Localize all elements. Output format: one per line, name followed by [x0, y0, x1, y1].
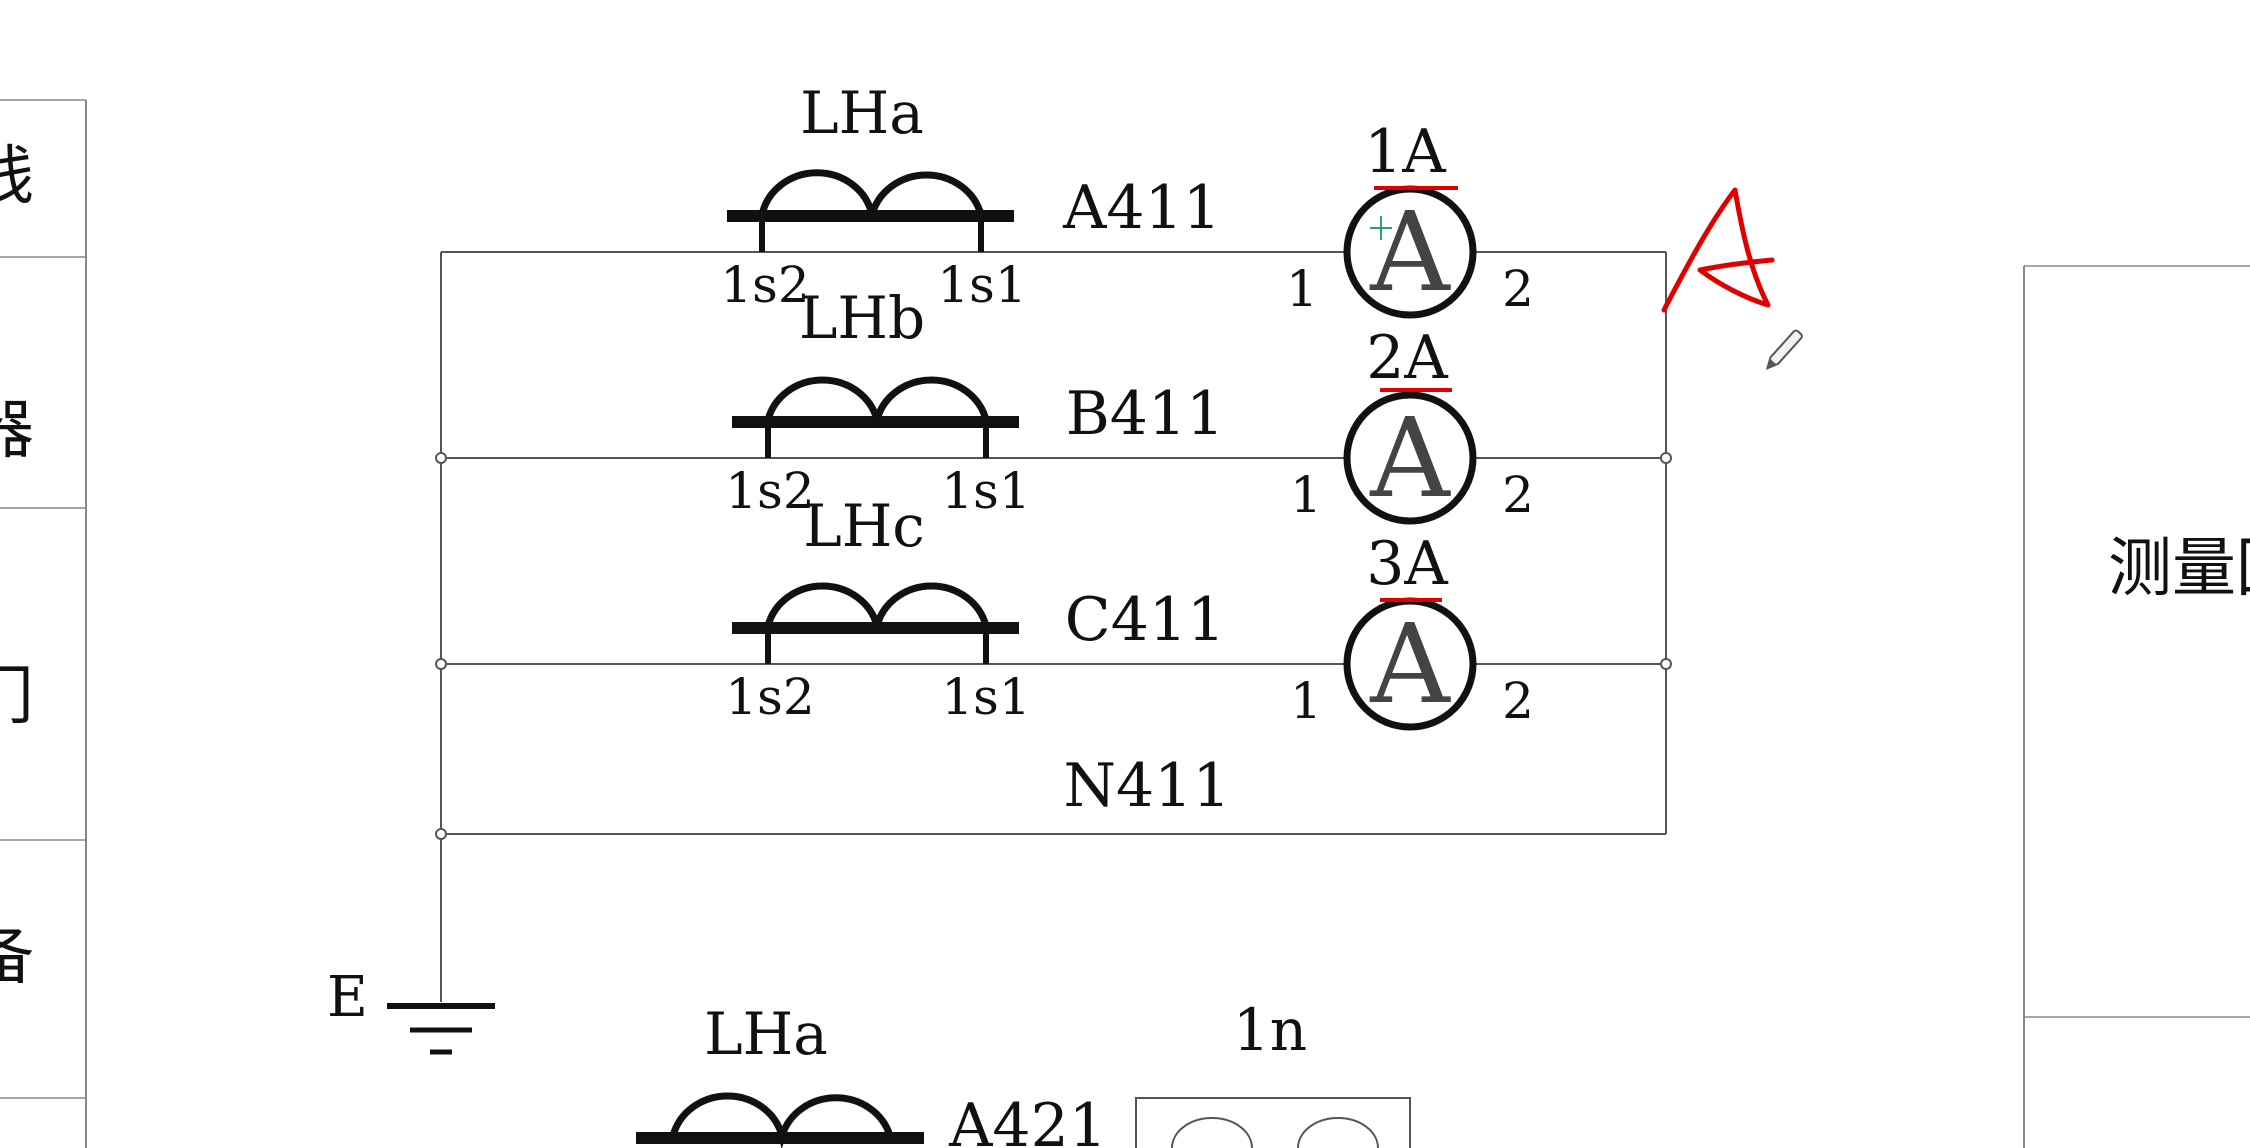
ammeter-3a-symbol: A: [1369, 600, 1451, 728]
ammeter-3a: A 3A 1 2: [1290, 529, 1534, 731]
ct-lha-lower-name: LHa: [704, 1000, 828, 1068]
wire-label-a421: A421: [948, 1091, 1107, 1148]
ground-label: E: [327, 965, 368, 1030]
pen-cursor-icon: [1765, 329, 1803, 370]
ammeter-2a-symbol: A: [1369, 394, 1451, 522]
ammeter-1a-terminal-out: 2: [1502, 260, 1534, 318]
wiring: [435, 251, 1672, 1002]
ammeter-3a-terminal-in: 1: [1290, 672, 1322, 730]
crosshair-cursor-icon: [1370, 216, 1392, 240]
relay-1n-label: 1n: [1233, 996, 1307, 1064]
wire-label-a411: A411: [1062, 173, 1221, 243]
ct-lhc-name: LHc: [803, 492, 925, 560]
ammeter-1a-name: 1A: [1364, 117, 1446, 187]
ammeter-2a: A 2A 1 2: [1290, 323, 1534, 525]
ammeter-3a-terminal-out: 2: [1502, 672, 1534, 730]
ct-lhb-name: LHb: [799, 284, 925, 352]
ct-lha: LHa 1s2 1s1: [720, 79, 1026, 314]
ammeter-2a-terminal-in: 1: [1290, 466, 1322, 524]
right-panel-text: 测量回: [2108, 532, 2250, 606]
ct-lhb-terminal-right: 1s1: [941, 462, 1030, 520]
left-panel-char-4: 备: [0, 920, 34, 994]
ct-lhb: LHb 1s2 1s1: [725, 284, 1030, 520]
ground-symbol: E: [327, 965, 495, 1055]
ct-lha-lower: LHa: [636, 1000, 924, 1148]
ct-lha-terminal-right: 1s1: [937, 256, 1026, 314]
left-panel-char-1: 线: [0, 140, 34, 214]
relay-1n: 1n: [1135, 996, 1411, 1148]
ammeter-1a-terminal-in: 1: [1286, 260, 1318, 318]
ammeter-1a-symbol: A: [1369, 188, 1451, 316]
ct-lha-terminal-left: 1s2: [720, 256, 809, 314]
ct-lhc-terminal-right: 1s1: [941, 668, 1030, 726]
wire-label-b411: B411: [1066, 379, 1225, 449]
ct-lhc-terminal-left: 1s2: [725, 668, 814, 726]
left-panel-char-2: 器: [0, 394, 34, 468]
ct-lhb-terminal-left: 1s2: [725, 462, 814, 520]
ammeter-2a-terminal-out: 2: [1502, 466, 1534, 524]
ammeter-2a-name: 2A: [1366, 323, 1448, 393]
right-title-panel: 测量回: [2023, 265, 2250, 1148]
left-panel-char-3: 门: [0, 660, 34, 734]
left-title-panel: 线 器 门 备: [0, 99, 87, 1148]
ammeter-3a-name: 3A: [1366, 529, 1448, 599]
ammeter-1a: A 1A 1 2: [1286, 117, 1534, 319]
wire-label-c411: C411: [1065, 585, 1225, 655]
wire-label-n411: N411: [1063, 751, 1230, 821]
ct-lha-name: LHa: [800, 79, 924, 147]
red-ink-annotation: [1661, 187, 1775, 313]
ct-lhc: LHc 1s2 1s1: [725, 492, 1030, 726]
wire-labels: A411 B411 C411 N411 A421: [948, 173, 1230, 1148]
